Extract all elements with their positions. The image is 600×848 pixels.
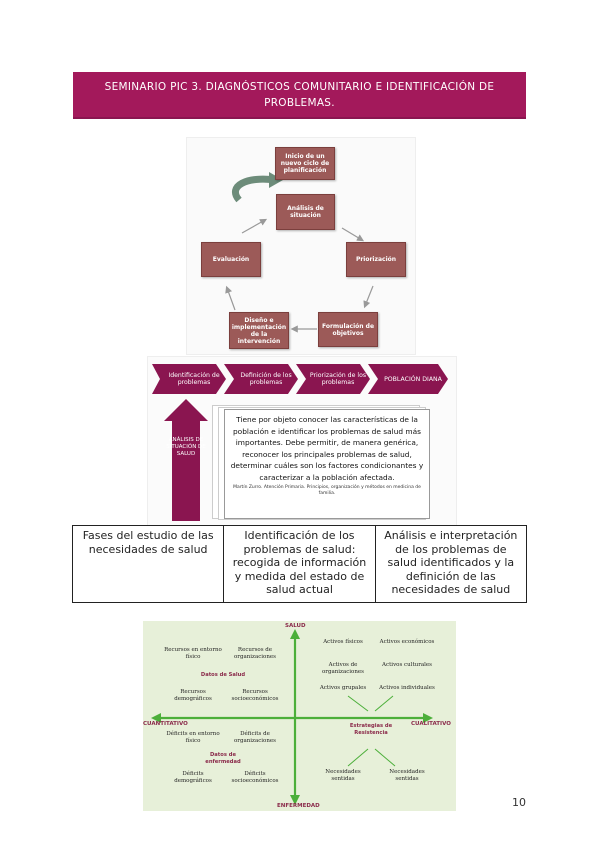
analysis-description-card: Tiene por objeto conocer las característ… xyxy=(224,409,430,519)
label-activos-individuales: Activos individuales xyxy=(379,685,435,691)
connector-line xyxy=(374,695,394,712)
table-row: Fases del estudio de las necesidades de … xyxy=(71,525,528,603)
connector-line xyxy=(347,748,369,767)
axis-arrow-left-icon xyxy=(151,713,161,723)
flow-step-target-population: POBLACIÓN DIANA xyxy=(368,364,448,394)
flow-step-definition: Definición de los problemas xyxy=(224,364,298,394)
axis-label-qualitative: CUALITATIVO xyxy=(411,721,451,727)
arrow-to-prioritization xyxy=(341,227,365,242)
label-necesidades-sentidas-grupo: Necesidades sentidas xyxy=(325,769,361,782)
cycle-arrows xyxy=(225,172,374,333)
label-recursos-demograficos: Recursos demográficos xyxy=(174,689,212,702)
health-assets-quadrant: SALUD ENFERMEDAD CUANTITATIVO CUALITATIV… xyxy=(143,621,456,811)
cycle-step-prioritization: Priorización xyxy=(346,242,406,277)
document-title: SEMINARIO PIC 3. DIAGNÓSTICOS COMUNITARI… xyxy=(73,72,526,119)
axis-arrow-up-icon xyxy=(290,629,300,639)
cycle-step-objectives: Formulación de objetivos xyxy=(318,312,378,347)
up-arrow-icon xyxy=(164,399,208,521)
cycle-step-evaluation: Evaluación xyxy=(201,242,261,277)
label-activos-organizaciones: Activos de organizaciones xyxy=(322,662,364,675)
table-cell-analysis: Análisis e interpretación de los problem… xyxy=(374,525,528,603)
axis-arrow-down-icon xyxy=(290,795,300,805)
label-activos-economicos: Activos económicos xyxy=(379,639,435,645)
flow-step-prioritization: Priorización de los problemas xyxy=(296,364,370,394)
flow-step-identification: Identificación de problemas xyxy=(152,364,226,394)
connector-line xyxy=(374,748,396,767)
situation-analysis-flow: Identificación de problemas Definición d… xyxy=(147,356,457,526)
label-activos-fisicos: Activos físicos xyxy=(323,639,363,645)
loop-arrow-icon xyxy=(232,175,276,203)
health-needs-phases-table: Fases del estudio de las necesidades de … xyxy=(71,525,528,603)
cycle-step-design: Diseño e implementación de la intervenci… xyxy=(229,312,289,349)
analysis-arrow-label: ANÁLISIS DE SITUACIÓN DE SALUD xyxy=(166,437,206,457)
label-deficits-socioeconomicos: Déficits socioeconómicos xyxy=(231,771,279,784)
analysis-description: Tiene por objeto conocer las característ… xyxy=(230,415,424,482)
arrow-to-objectives xyxy=(363,285,374,309)
label-recursos-socioeconomicos: Recursos socioeconómicos xyxy=(231,689,279,702)
table-cell-phases: Fases del estudio de las necesidades de … xyxy=(71,525,225,603)
cycle-step-analysis: Análisis de situación xyxy=(276,194,335,230)
arrow-to-analysis xyxy=(241,218,268,234)
label-activos-culturales: Activos culturales xyxy=(382,662,432,668)
label-necesidades-sentidas: Necesidades sentidas xyxy=(389,769,425,782)
axis-label-disease: ENFERMEDAD xyxy=(277,803,320,809)
label-recursos-organizaciones: Recursos de organizaciones xyxy=(234,647,276,660)
loop-arrowhead-icon xyxy=(269,172,283,188)
arrow-to-evaluation xyxy=(225,285,236,311)
axis-label-quantitative: CUANTITATIVO xyxy=(143,721,188,727)
axis-label-health: SALUD xyxy=(285,623,306,629)
label-recursos-entorno: Recursos en entorno físico xyxy=(164,647,222,660)
label-deficits-demograficos: Déficits demográficos xyxy=(174,771,212,784)
label-activos-grupales: Activos grupales xyxy=(319,685,367,691)
quadrant-axes xyxy=(151,629,433,805)
planning-cycle-diagram: Inicio de un nuevo ciclo de planificació… xyxy=(186,137,416,355)
label-estrategias-resistencia: Estrategias de Resistencia xyxy=(349,723,393,736)
page-number: 10 xyxy=(512,796,526,809)
label-datos-salud: Datos de Salud xyxy=(200,672,246,678)
label-deficits-entorno: Déficits en entorno físico xyxy=(166,731,220,744)
label-datos-enfermedad: Datos de enfermedad xyxy=(205,752,241,765)
analysis-citation: Martín Zurro. Atención Primaria. Princip… xyxy=(233,485,421,496)
connector-line xyxy=(347,695,369,712)
table-cell-identification: Identificación de los problemas de salud… xyxy=(223,525,376,603)
cycle-step-start: Inicio de un nuevo ciclo de planificació… xyxy=(275,147,335,180)
label-deficits-organizaciones: Déficits de organizaciones xyxy=(234,731,276,744)
axis-arrow-right-icon xyxy=(423,713,433,723)
